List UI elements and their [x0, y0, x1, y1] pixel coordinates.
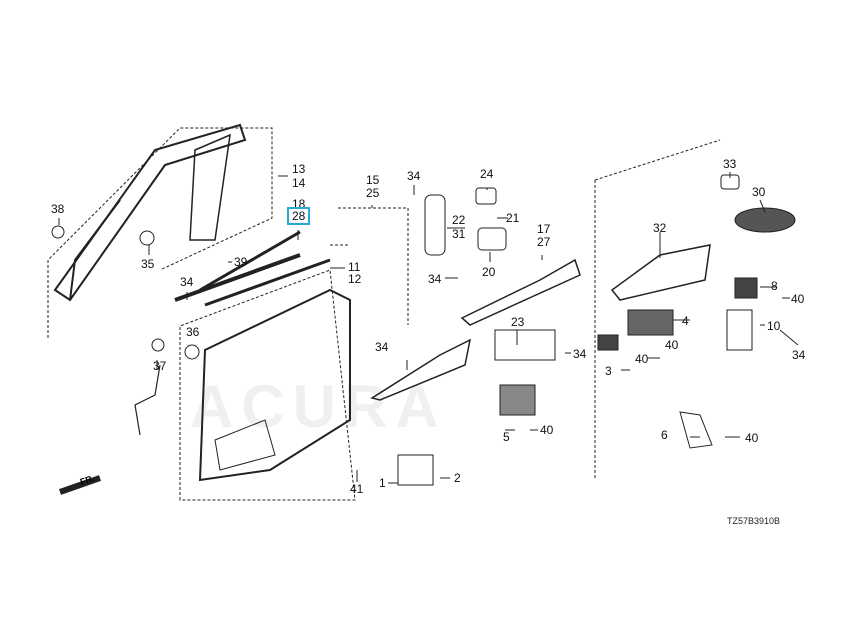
switch-8	[734, 277, 758, 299]
callout-41: 41	[350, 482, 364, 496]
sash-pillar	[189, 133, 231, 241]
callout-30: 30	[752, 185, 766, 199]
armrest-17	[460, 258, 581, 326]
switch-panel-32	[610, 244, 711, 301]
callout-13: 13	[292, 162, 306, 176]
callout-40: 40	[540, 423, 554, 437]
molding-28	[199, 230, 301, 292]
callout-35: 35	[141, 257, 155, 271]
callout-25: 25	[366, 186, 380, 200]
callout-27: 27	[537, 235, 551, 249]
harness	[134, 364, 161, 436]
door-sash	[53, 123, 247, 302]
callout-34: 34	[428, 272, 442, 286]
door-lining	[198, 288, 351, 482]
callout-40: 40	[635, 352, 649, 366]
handle-30	[734, 207, 796, 233]
armrest-pocket	[214, 419, 276, 471]
callout-37: 37	[153, 359, 167, 373]
clip-38	[51, 225, 65, 239]
switch-4	[627, 309, 674, 336]
front-arrow	[59, 475, 101, 495]
callout-40: 40	[791, 292, 805, 306]
callout-3: 3	[605, 364, 612, 378]
callout-11: 11	[348, 260, 361, 274]
callout-10: 10	[767, 319, 781, 333]
callout-34: 34	[573, 347, 587, 361]
callout-17: 17	[537, 222, 551, 236]
callout-8: 8	[771, 279, 778, 293]
callout-20: 20	[482, 265, 496, 279]
callout-34: 34	[792, 348, 806, 362]
door-panel-group-outline	[179, 269, 356, 501]
switch-3	[597, 334, 619, 351]
callout-18: 18	[292, 197, 306, 211]
callout-34: 34	[407, 169, 421, 183]
cover-24	[475, 187, 497, 205]
callout-31: 31	[452, 227, 466, 241]
window-frame-group-outline	[47, 127, 273, 338]
callout-14: 14	[292, 176, 306, 190]
callout-12: 12	[348, 272, 362, 286]
grommet-35	[139, 230, 155, 246]
switch-23	[494, 329, 556, 361]
trim-bar	[370, 338, 472, 401]
callout-28-highlighted[interactable]: 28	[286, 207, 311, 225]
handle-bracket-22	[424, 194, 446, 256]
weatherstrip	[204, 258, 331, 307]
callout-21: 21	[506, 211, 520, 225]
callout-38: 38	[51, 202, 65, 216]
callout-33: 33	[723, 157, 737, 171]
callout-40: 40	[745, 431, 759, 445]
clip-37	[151, 338, 165, 352]
callout-2: 2	[454, 471, 461, 485]
callout-5: 5	[503, 430, 510, 444]
sash-channel	[69, 199, 121, 301]
bezel-20	[477, 227, 507, 251]
diagram-code: TZ57B3910B	[727, 516, 781, 526]
callout-32: 32	[653, 221, 667, 235]
callout-4: 4	[682, 314, 689, 328]
watermark: ACURA	[190, 373, 447, 440]
callout-39: 39	[234, 255, 248, 269]
module-10	[726, 309, 753, 351]
callout-22: 22	[452, 213, 466, 227]
switch-5	[499, 384, 536, 416]
bracket-6	[679, 411, 713, 449]
callout-6: 6	[661, 428, 668, 442]
callout-34: 34	[180, 275, 194, 289]
callout-40: 40	[665, 338, 679, 352]
callout-1: 1	[379, 476, 386, 490]
callout-34: 34	[375, 340, 389, 354]
grommet-36	[184, 344, 200, 360]
lamp-2	[397, 454, 434, 486]
callout-36: 36	[186, 325, 200, 339]
callout-15: 15	[366, 173, 380, 187]
callout-24: 24	[480, 167, 494, 181]
callout-23: 23	[511, 315, 525, 329]
garnish-strip	[174, 253, 301, 302]
